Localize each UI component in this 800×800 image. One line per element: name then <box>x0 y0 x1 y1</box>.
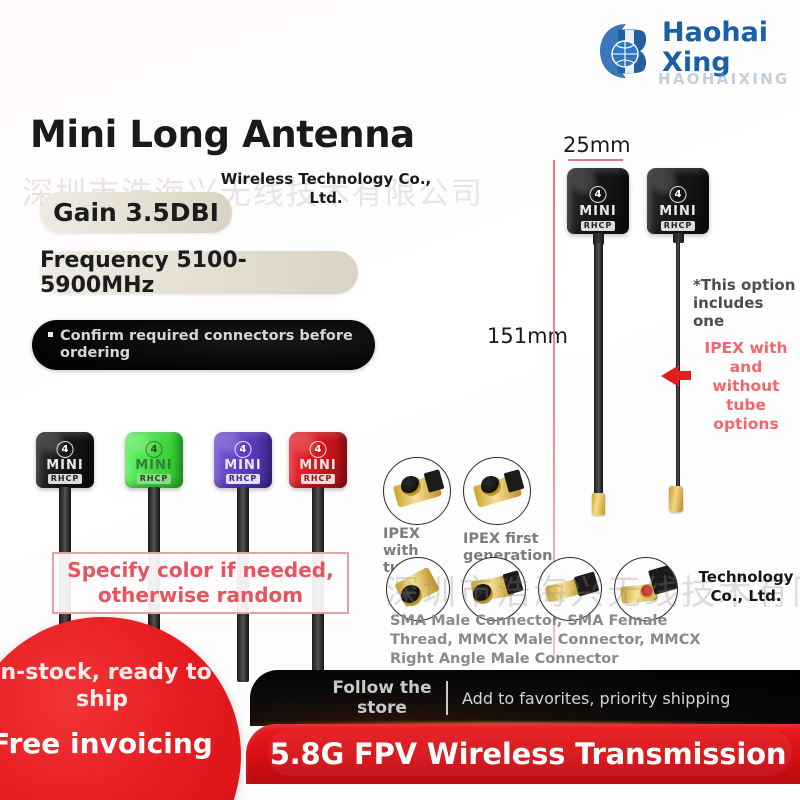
globe-shield-logo-icon <box>596 18 662 84</box>
ipex-barrel <box>401 476 421 497</box>
left-arrow-tail <box>679 371 691 380</box>
model-label: MINI <box>135 458 173 473</box>
model-label: MINI <box>46 458 84 473</box>
antenna-cable <box>594 243 603 496</box>
antenna-head: 4 MINI RHCP <box>214 432 272 488</box>
channel-badge: 4 <box>145 441 163 458</box>
gain-label: Gain 3.5DBI <box>53 198 219 227</box>
in-stock-label: In-stock, ready to ship <box>0 660 212 712</box>
sma-barrel <box>400 585 422 607</box>
antenna-head: 4 MINI RHCP <box>125 432 183 488</box>
brand-name-line1: Haohai <box>662 17 769 48</box>
follow-store-label: Follow the store <box>332 678 432 718</box>
color-notice-text: Specify color if needed, otherwise rando… <box>67 558 334 607</box>
antenna-head: 4 MINI RHCP <box>647 168 709 234</box>
sma-thread-barrel <box>472 584 493 604</box>
mmcx-cable-end <box>648 563 677 595</box>
option-note-gray: *This option includes one <box>693 276 796 330</box>
model-label: MINI <box>659 204 697 219</box>
polarization-label: RHCP <box>301 474 335 484</box>
channel-badge: 4 <box>669 186 687 203</box>
brand-pinyin: HAOHAIXING <box>658 70 790 88</box>
polarization-label: RHCP <box>581 221 615 231</box>
connector-thumb-ipex-gen1 <box>463 457 531 525</box>
connector-note-badge: Confirm required connectors before order… <box>32 320 375 370</box>
mmcx-cable-end <box>573 571 600 597</box>
width-dimension-label: 25mm <box>563 133 631 157</box>
option-note-red: IPEX with and without tube options <box>704 339 788 433</box>
antenna-neck <box>673 233 684 243</box>
free-invoicing-label: Free invoicing <box>0 727 213 760</box>
frequency-label: Frequency 5100-5900MHz <box>40 247 247 298</box>
brand-name-line2: Xing <box>662 47 731 78</box>
ipex-connector-icon <box>669 486 683 512</box>
width-dimension-line <box>568 159 623 161</box>
channel-badge: 4 <box>56 441 74 458</box>
promo-banner-text: 5.8G FPV Wireless Transmission <box>269 737 787 771</box>
model-label: MINI <box>224 458 262 473</box>
favorites-label: Add to favorites, priority shipping <box>462 688 731 708</box>
brand-logo: Haohai Xing HAOHAIXING <box>596 10 792 94</box>
corner-company-label: Technology Co., Ltd. <box>698 568 794 605</box>
bullet-icon <box>48 332 53 337</box>
antenna-neck <box>593 233 604 245</box>
model-label: MINI <box>299 458 337 473</box>
frequency-badge: Frequency 5100-5900MHz <box>40 248 358 298</box>
banner-inner-frame <box>268 730 792 776</box>
page-title: Mini Long Antenna <box>30 113 415 156</box>
head-gloss <box>651 170 676 194</box>
antenna-head: 4 MINI RHCP <box>567 168 629 234</box>
main-promo-banner: 5.8G FPV Wireless Transmission <box>246 724 800 784</box>
promo-circle-badge: In-stock, ready to ship Free invoicing <box>0 617 241 800</box>
antenna-head: 4 MINI RHCP <box>36 432 94 488</box>
color-notice-box: Specify color if needed, otherwise rando… <box>52 552 349 614</box>
head-gloss <box>571 170 596 194</box>
connector-thumb-mmcx-male <box>538 557 602 621</box>
company-name: Wireless Technology Co., Ltd. <box>220 170 432 207</box>
ipex-barrel <box>481 476 501 497</box>
polarization-label: RHCP <box>137 474 171 484</box>
antenna-head: 4 MINI RHCP <box>289 432 347 488</box>
polarization-label: RHCP <box>226 474 260 484</box>
channel-badge: 4 <box>309 441 327 458</box>
length-dimension-line <box>553 160 555 660</box>
follow-store-banner: Follow the store Add to favorites, prior… <box>250 670 800 726</box>
divider <box>446 681 448 715</box>
connector-note-text: Confirm required connectors before order… <box>60 328 353 361</box>
length-dimension-label: 151mm <box>487 324 568 348</box>
polarization-label: RHCP <box>48 474 82 484</box>
model-label: MINI <box>579 204 617 219</box>
connector-thumb-sma-female <box>462 557 526 621</box>
polarization-label: RHCP <box>661 221 695 231</box>
connector-caption: SMA Male Connector, SMA Female Thread, M… <box>390 613 701 667</box>
channel-badge: 4 <box>234 441 252 458</box>
gain-badge: Gain 3.5DBI <box>40 192 232 233</box>
brand-name: Haohai Xing <box>662 18 792 78</box>
sma-male-connector-icon <box>592 493 605 515</box>
left-arrow-icon <box>661 365 679 387</box>
channel-badge: 4 <box>589 186 607 203</box>
connector-thumb-mmcx-right-angle <box>614 557 678 621</box>
connector-thumb-ipex-tube <box>383 457 451 525</box>
connector-thumb-sma-male <box>386 557 450 621</box>
